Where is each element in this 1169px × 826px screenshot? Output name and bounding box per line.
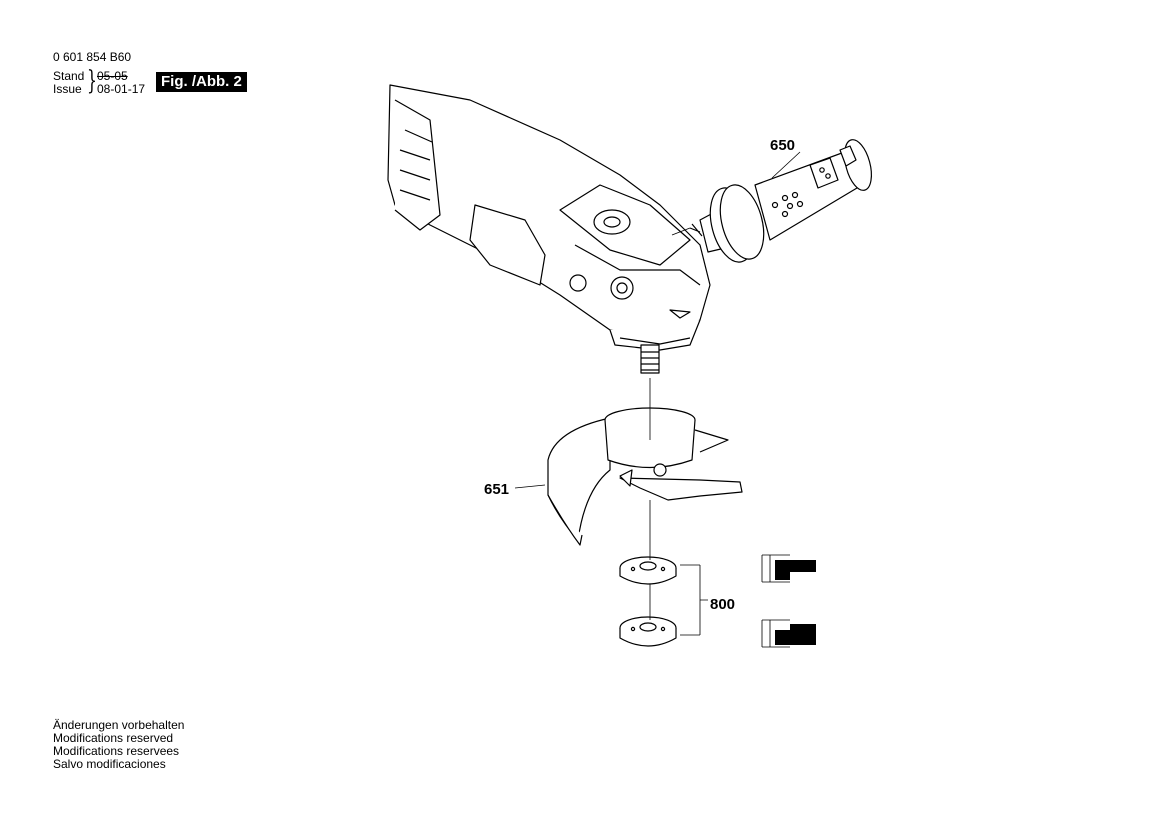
issue-label: Issue [53, 82, 82, 96]
note-de: Änderungen vorbehalten [53, 718, 185, 732]
callout-800: 800 [710, 596, 735, 613]
callout-651: 651 [484, 481, 509, 498]
part-number: 0 601 854 B60 [53, 50, 132, 64]
auxiliary-handle [689, 139, 873, 263]
issue-date: 08-01-17 [97, 82, 146, 96]
stand-label: Stand [53, 69, 85, 83]
stand-date: 05-05 [97, 69, 128, 83]
note-fr: Modifications reservees [53, 744, 180, 758]
grinder-body [387, 84, 711, 351]
note-es: Salvo modificaciones [53, 757, 166, 771]
flange-section-icon-upper [761, 554, 816, 583]
protection-guard [547, 407, 743, 546]
note-en: Modifications reserved [53, 731, 174, 745]
flange-section-icon-lower [761, 619, 816, 648]
lower-flange [619, 616, 677, 647]
notes-block: Änderungen vorbehalten Modifications res… [53, 719, 184, 771]
brace-glyph: } [87, 66, 97, 96]
callout-650: 650 [770, 137, 795, 154]
figure-label: Fig. /Abb. 2 [156, 72, 247, 92]
spindle [640, 344, 660, 374]
upper-flange [619, 556, 677, 585]
